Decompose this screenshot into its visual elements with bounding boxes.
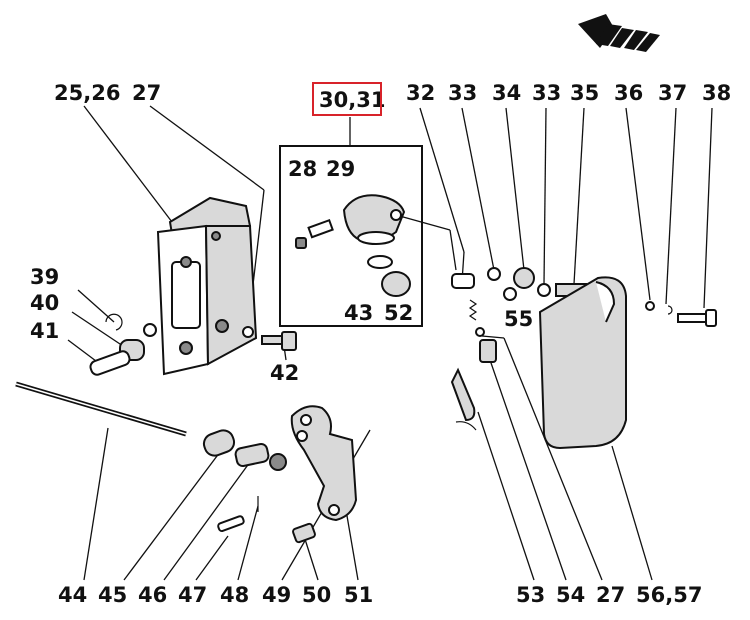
inset-box	[279, 145, 423, 327]
label-30-31: 30,31	[319, 88, 385, 112]
label-38: 38	[702, 81, 731, 105]
label-39: 39	[30, 265, 59, 289]
label-36: 36	[614, 81, 643, 105]
label-55: 55	[504, 307, 533, 331]
label-45: 45	[98, 583, 127, 607]
inset-parts	[295, 194, 411, 297]
linkage-assembly	[15, 381, 358, 544]
spring-and-cable	[450, 299, 497, 431]
label-54: 54	[556, 583, 585, 607]
support-bracket	[156, 196, 258, 376]
label-32: 32	[406, 81, 435, 105]
label-25-26: 25,26	[54, 81, 120, 105]
label-33a: 33	[448, 81, 477, 105]
label-35: 35	[570, 81, 599, 105]
label-49: 49	[262, 583, 291, 607]
label-56-57: 56,57	[636, 583, 702, 607]
direction-arrow-icon	[578, 14, 660, 52]
label-52: 52	[384, 301, 413, 325]
label-27-top: 27	[132, 81, 161, 105]
label-51: 51	[344, 583, 373, 607]
label-34: 34	[492, 81, 521, 105]
label-28: 28	[288, 157, 317, 181]
label-41: 41	[30, 319, 59, 343]
label-37: 37	[658, 81, 687, 105]
bolt-42	[242, 326, 297, 351]
label-40: 40	[30, 291, 59, 315]
label-47: 47	[178, 583, 207, 607]
cover-panel	[538, 276, 627, 450]
label-33b: 33	[532, 81, 561, 105]
label-53: 53	[516, 583, 545, 607]
label-46: 46	[138, 583, 167, 607]
label-44: 44	[58, 583, 87, 607]
label-29: 29	[326, 157, 355, 181]
label-43: 43	[344, 301, 373, 325]
label-48: 48	[220, 583, 249, 607]
part-labels: 25,26 27 30,31 32 33 34 33 35 36 37 38 2…	[30, 81, 731, 607]
label-27-bottom: 27	[596, 583, 625, 607]
label-50: 50	[302, 583, 331, 607]
highlight-box	[312, 82, 382, 116]
label-42: 42	[270, 361, 299, 385]
pin-and-clip	[89, 313, 157, 376]
